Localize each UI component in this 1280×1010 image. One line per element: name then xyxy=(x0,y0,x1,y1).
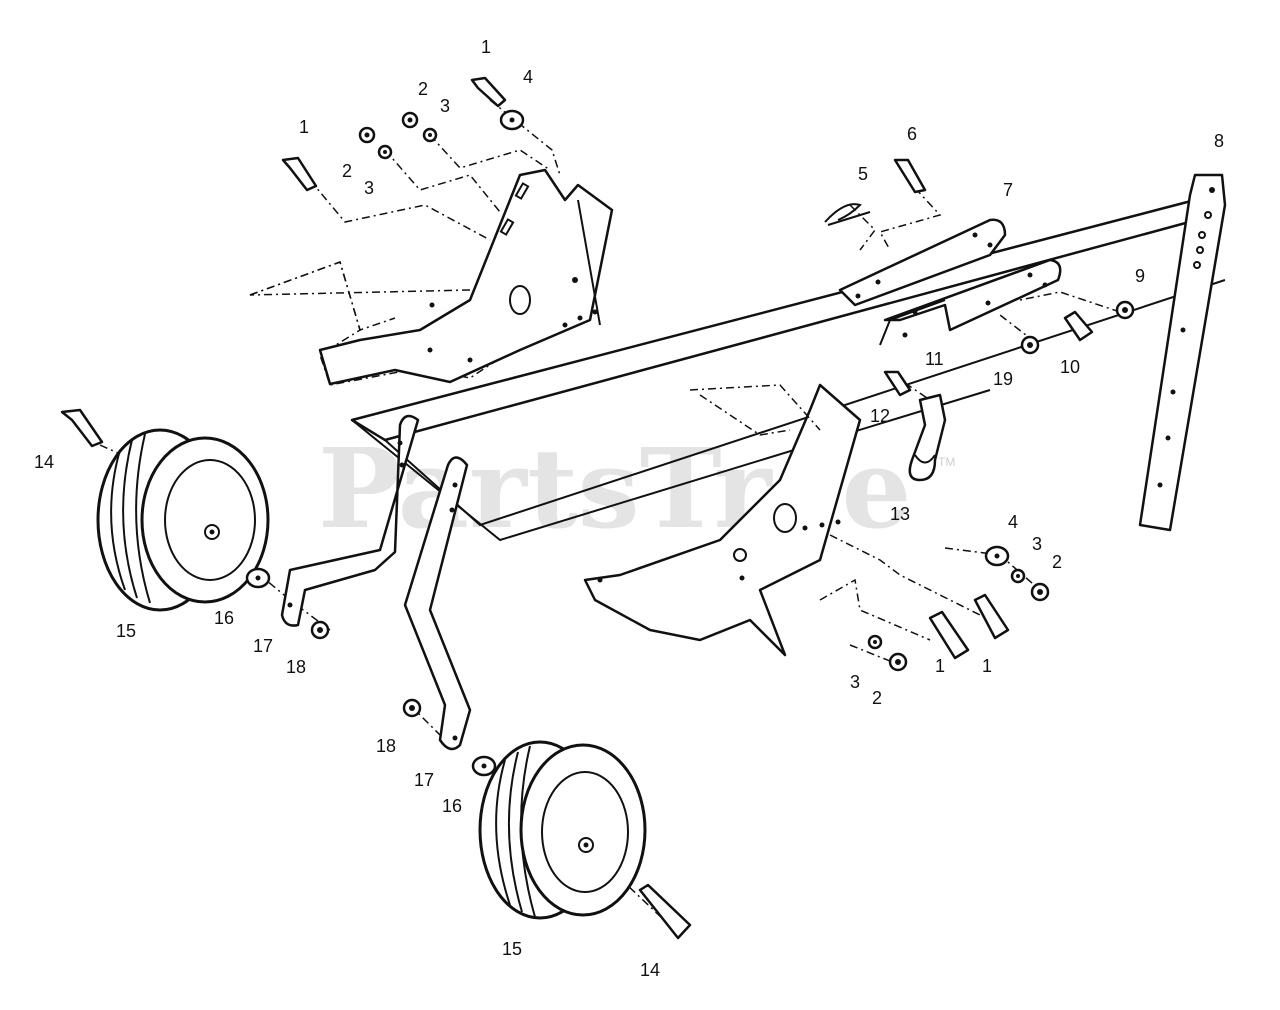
callout-1: 1 xyxy=(299,117,309,137)
callout-15: 15 xyxy=(116,621,136,641)
right-mount-bracket xyxy=(583,383,862,657)
washers xyxy=(245,109,1010,777)
callout-3: 3 xyxy=(364,178,374,198)
callout-14: 14 xyxy=(640,960,660,980)
left-wheel-arm xyxy=(280,414,420,627)
callout-14: 14 xyxy=(34,452,54,472)
callout-1: 1 xyxy=(481,37,491,57)
depth-bar xyxy=(1138,173,1227,532)
callout-3: 3 xyxy=(850,672,860,692)
callout-2: 2 xyxy=(342,161,352,181)
watermark-tm: TM xyxy=(938,455,955,469)
callout-9: 9 xyxy=(1135,266,1145,286)
left-wheel xyxy=(96,428,270,612)
callout-7: 7 xyxy=(1003,180,1013,200)
callout-4: 4 xyxy=(523,67,533,87)
callout-10: 10 xyxy=(1060,357,1080,377)
callout-17: 17 xyxy=(414,770,434,790)
callout-4: 4 xyxy=(1008,512,1018,532)
clamp-plates xyxy=(838,218,1062,346)
callout-8: 8 xyxy=(1214,131,1224,151)
callout-18: 18 xyxy=(286,657,306,677)
callout-6: 6 xyxy=(907,124,917,144)
callout-11: 11 xyxy=(925,349,944,369)
bolts xyxy=(60,76,1094,940)
callout-18: 18 xyxy=(376,736,396,756)
callout-3: 3 xyxy=(1032,534,1042,554)
callout-1: 1 xyxy=(935,656,945,676)
nuts xyxy=(310,111,1135,718)
callout-2: 2 xyxy=(872,688,882,708)
callout-15: 15 xyxy=(502,939,522,959)
callout-2: 2 xyxy=(1052,552,1062,572)
callout-16: 16 xyxy=(214,608,234,628)
callout-16: 16 xyxy=(442,796,462,816)
right-wheel-arm xyxy=(403,456,472,751)
callout-1: 1 xyxy=(982,656,992,676)
right-wheel xyxy=(478,740,647,920)
callout-2: 2 xyxy=(418,79,428,99)
callout-13: 13 xyxy=(890,504,910,524)
callout-17: 17 xyxy=(253,636,273,656)
callout-19: 19 xyxy=(993,369,1013,389)
callout-labels: 1 1 1 1 2 2 2 2 3 3 3 3 4 4 5 6 7 8 9 10… xyxy=(34,37,1224,980)
callout-3: 3 xyxy=(440,96,450,116)
callout-12: 12 xyxy=(870,406,890,426)
callout-5: 5 xyxy=(858,164,868,184)
hairpin-clip xyxy=(824,203,871,226)
left-mount-bracket xyxy=(318,168,614,386)
latch xyxy=(908,393,947,482)
